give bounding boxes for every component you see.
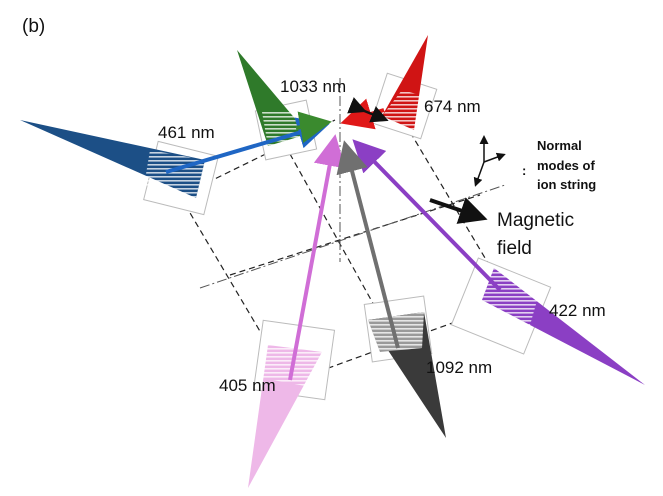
dashed-line-red-to-purple [399, 114, 511, 301]
beam-arrow-blue [165, 117, 330, 174]
magnetic-field-line2: field [497, 238, 532, 259]
double-arrow-674 [347, 97, 389, 123]
diagonal-axis-line [199, 184, 506, 289]
beam-arrow-pink [288, 134, 346, 381]
beam-cone-green [237, 50, 318, 161]
beam-arrow-green [295, 111, 332, 143]
beam-cone-pink [248, 319, 336, 488]
label-1092-nm: 1092 nm [426, 358, 492, 377]
beam-cone-gray [363, 295, 446, 438]
dashed-line-cross [229, 194, 481, 276]
magnetic-field-line1: Magnetic [497, 210, 574, 231]
normal-modes-colon: : [522, 163, 526, 178]
beam-cone-blue [20, 120, 219, 216]
panel-label: (b) [22, 16, 45, 37]
normal-modes-line2: modes of [537, 158, 595, 173]
beam-cone-purple [450, 257, 645, 385]
beam-cone-red [370, 35, 438, 140]
normal-modes-line1: Normal [537, 138, 582, 153]
normal-modes-icon [473, 135, 506, 187]
beam-arrow-purple [352, 139, 502, 292]
normal-modes-line3: ion string [537, 177, 596, 192]
label-461-nm: 461 nm [158, 123, 215, 142]
label-405-nm: 405 nm [219, 376, 276, 395]
label-1033-nm: 1033 nm [280, 77, 346, 96]
beam-arrow-gray [336, 140, 400, 349]
label-422-nm: 422 nm [549, 301, 606, 320]
label-674-nm: 674 nm [424, 97, 481, 116]
magnetic-field-arrow [429, 197, 488, 224]
